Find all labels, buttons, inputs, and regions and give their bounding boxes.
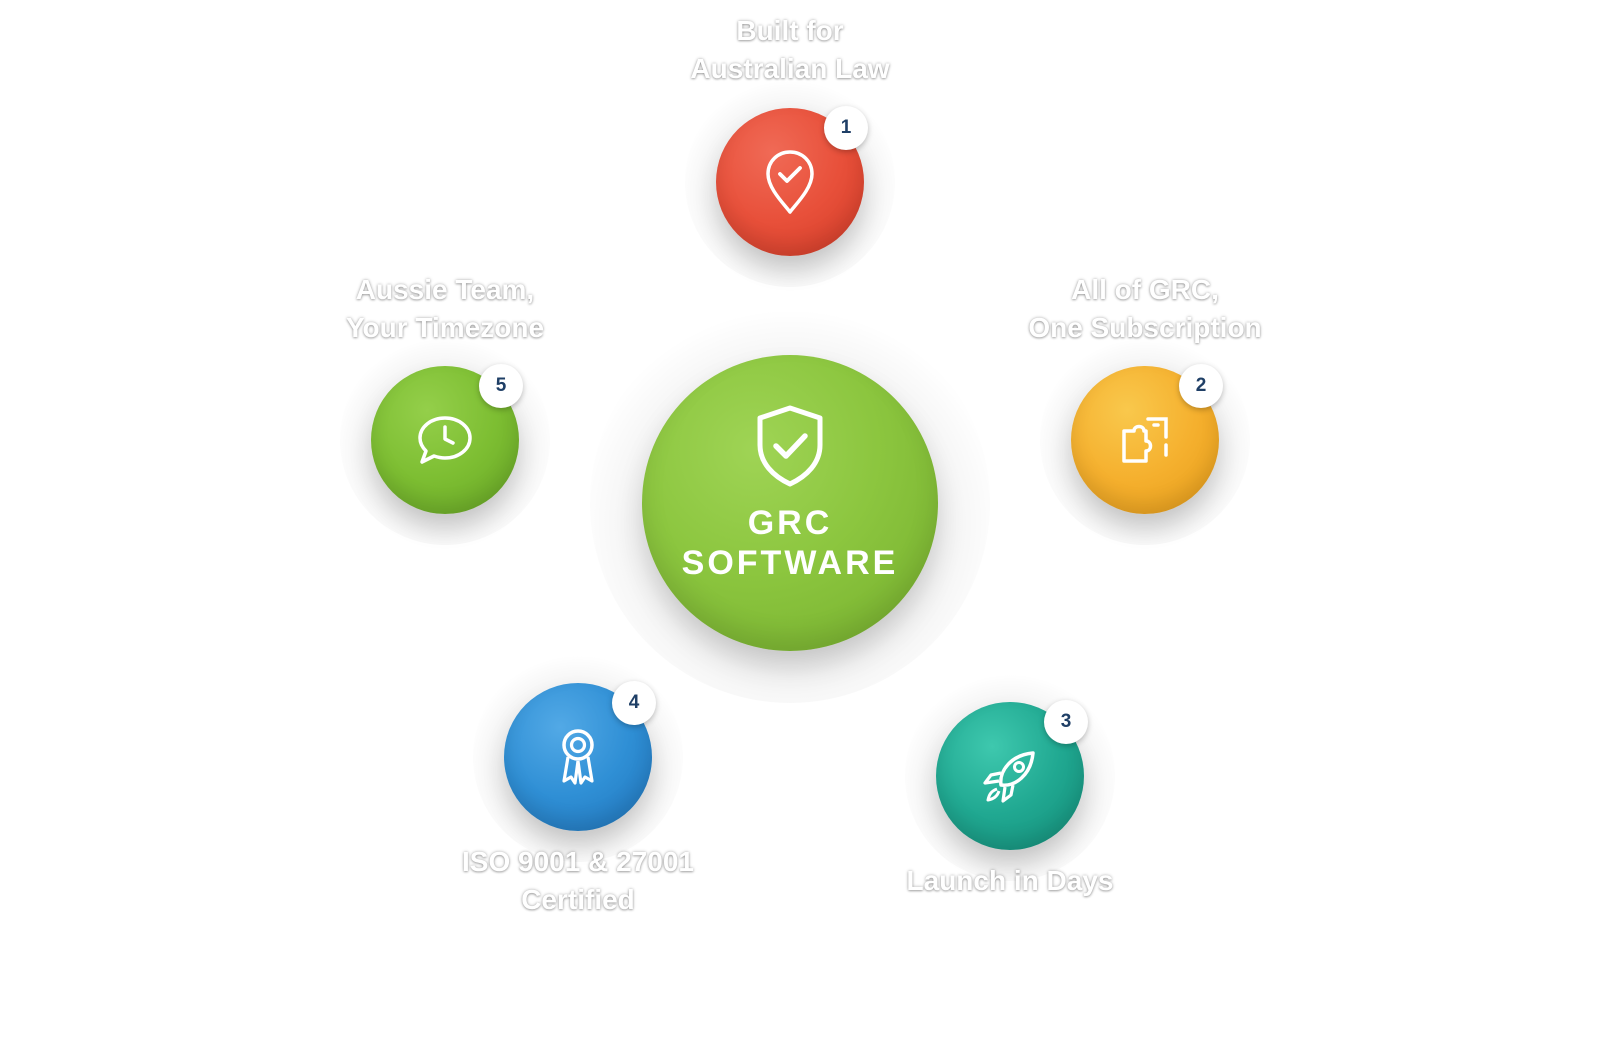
center-node: GRC SOFTWARE: [590, 303, 990, 703]
feature-node-2: 2: [1040, 335, 1250, 545]
feature-node-5: 5: [340, 335, 550, 545]
feature-label-2-line2: One Subscription: [1028, 312, 1262, 343]
feature-label-4: ISO 9001 & 27001 Certified: [418, 843, 738, 919]
center-circle: GRC SOFTWARE: [642, 355, 938, 651]
feature-label-5: Aussie Team, Your Timezone: [285, 271, 605, 347]
feature-label-4-line1: ISO 9001 & 27001: [462, 846, 694, 877]
award-ribbon-icon: [562, 729, 594, 785]
center-title-line2: SOFTWARE: [681, 544, 899, 582]
feature-label-4-line2: Certified: [521, 884, 635, 915]
chat-clock-icon: [418, 416, 472, 464]
center-title-line1: GRC: [747, 504, 833, 542]
feature-label-1-line2: Australian Law: [690, 53, 890, 84]
feature-label-1: Built for Australian Law: [630, 12, 950, 88]
feature-node-3: 3: [905, 671, 1115, 881]
puzzle-icon: [1122, 417, 1168, 463]
feature-badge-4: 4: [612, 681, 656, 725]
rocket-icon: [983, 751, 1035, 803]
shield-check-icon: [757, 405, 823, 487]
feature-label-3-line1: Launch in Days: [906, 865, 1114, 896]
feature-label-2: All of GRC, One Subscription: [985, 271, 1305, 347]
feature-node-4: 4: [473, 652, 683, 862]
feature-label-1-line1: Built for: [736, 15, 844, 46]
feature-label-3: Launch in Days: [850, 862, 1170, 900]
feature-badge-5: 5: [479, 364, 523, 408]
feature-label-2-line1: All of GRC,: [1071, 274, 1219, 305]
feature-label-5-line2: Your Timezone: [345, 312, 545, 343]
feature-badge-3: 3: [1044, 700, 1088, 744]
feature-node-1: 1: [685, 77, 895, 287]
location-check-icon: [766, 150, 814, 214]
feature-label-5-line1: Aussie Team,: [355, 274, 535, 305]
feature-badge-1: 1: [824, 106, 868, 150]
center-title: GRC SOFTWARE: [682, 503, 899, 583]
feature-badge-2: 2: [1179, 364, 1223, 408]
